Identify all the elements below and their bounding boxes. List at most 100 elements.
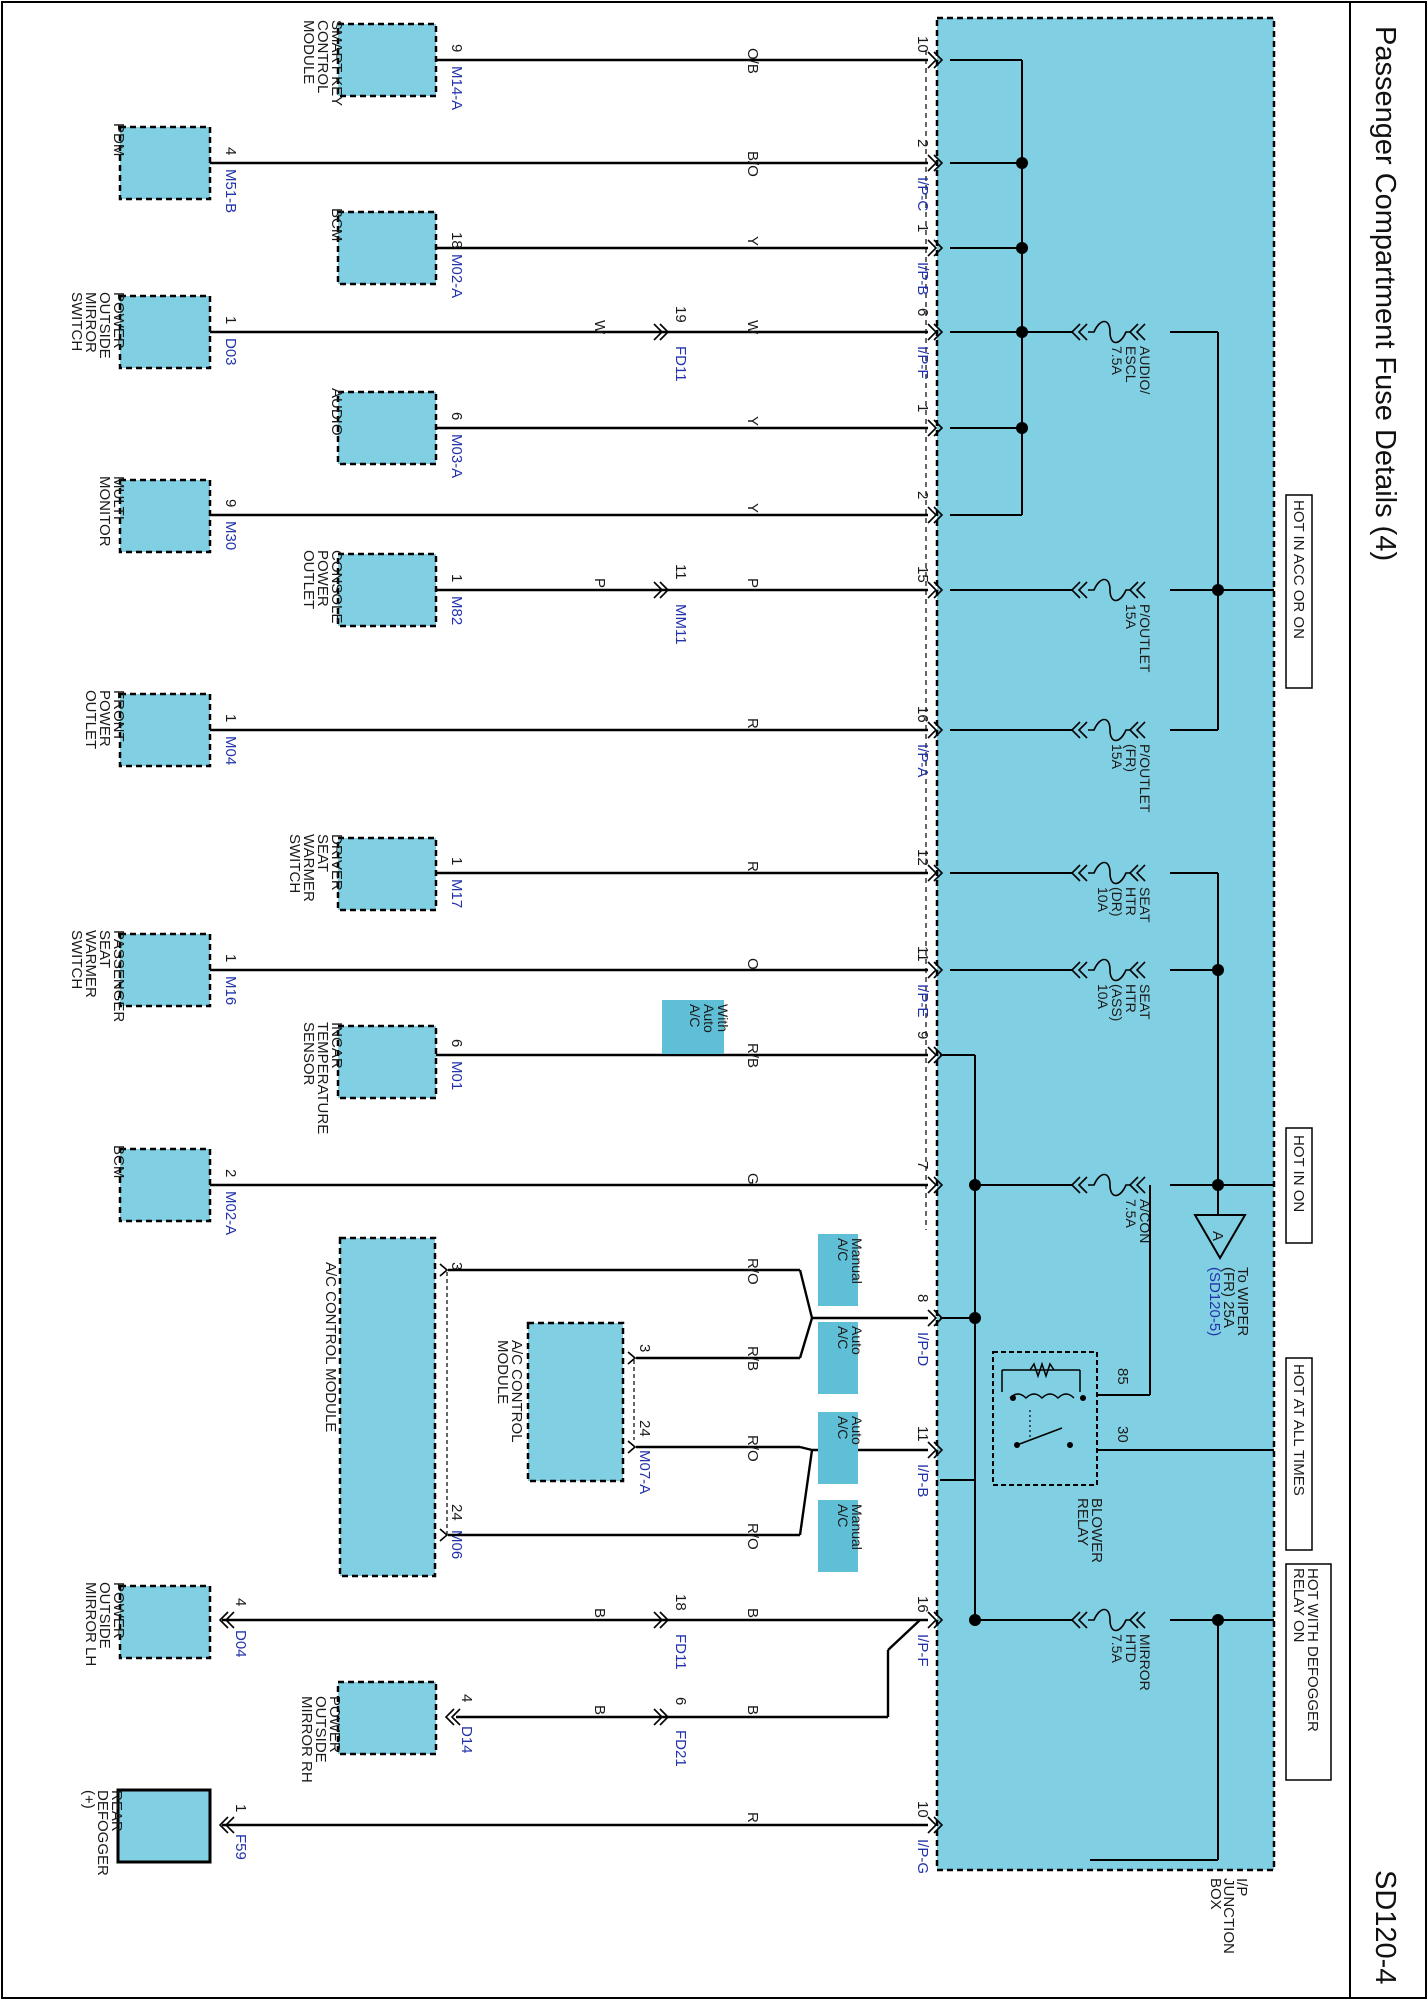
- ip-pin-number: 7: [914, 1161, 931, 1169]
- component-name-1: MULTI: [110, 476, 127, 520]
- option-tag-4-text-2: A/C: [835, 1416, 851, 1439]
- component-connector: M82: [448, 596, 465, 625]
- wire-color: R/B: [744, 1043, 761, 1068]
- component-name-1: INCAR: [328, 1022, 345, 1069]
- ip-pin-5: 1: [914, 404, 943, 437]
- mirror-lh-connector: D04: [232, 1630, 249, 1658]
- ac-control-module-m06: [338, 1236, 437, 1578]
- ip-pin-number: 2: [914, 139, 931, 147]
- component-name-2: CONTROL: [314, 20, 331, 93]
- ip-connector-id: I/P-E: [914, 984, 931, 1017]
- wire-color: G: [744, 1173, 761, 1185]
- relay-pin-85: 85: [1114, 1368, 1131, 1385]
- component-name-2: SEAT: [314, 834, 331, 872]
- ip-pin-8: 16I/P-A: [914, 706, 943, 777]
- component-box: [336, 836, 438, 912]
- component-box: [336, 390, 438, 466]
- fuse-label-2-2: 15A: [1123, 604, 1139, 630]
- wire-color-ro-3: R/O: [744, 1523, 761, 1550]
- fuse-label-3-1: P/OUTLET: [1137, 744, 1153, 813]
- inline-connector: FD11: [672, 346, 689, 382]
- option-tag-5-text-2: A/C: [835, 1504, 851, 1527]
- fuse-label-5-1: SEAT: [1137, 984, 1153, 1020]
- option-tag-1-text-3: A/C: [687, 1004, 703, 1027]
- option-tag-4: [818, 1412, 858, 1484]
- ac-control-module-m06-name: A/C CONTROL MODULE: [322, 1262, 339, 1432]
- rear-defogger-name-3: (+): [80, 1790, 97, 1809]
- wire-color: O: [744, 958, 761, 970]
- ip-pin-14: 11I/P-B: [914, 1426, 943, 1497]
- svg-text:HOT IN ON: HOT IN ON: [1290, 1135, 1307, 1212]
- mirror-rh-connector: D14: [458, 1726, 475, 1754]
- ip-pin-16: 10I/P-G: [914, 1801, 943, 1874]
- ip-pin-number: 16: [914, 1596, 931, 1613]
- m06-pin-top: 3: [448, 1262, 465, 1270]
- mirror-lh-name-1: POWER: [110, 1582, 127, 1639]
- component-pin: 1: [448, 574, 465, 582]
- component-name-3: MODULE: [300, 20, 317, 84]
- rear-defogger-connector: F59: [232, 1834, 249, 1860]
- ip-pin-number: 10: [914, 1801, 931, 1818]
- component-connector: M16: [222, 976, 239, 1005]
- component-name-1: FRONT: [110, 690, 127, 742]
- blower-relay: 85 30 BLOWER RELAY: [992, 1351, 1131, 1563]
- component-name-1: PDM: [110, 123, 127, 156]
- mirror-rh-name-2: OUTSIDE: [312, 1696, 329, 1763]
- component-name-4: SWITCH: [68, 292, 85, 351]
- wire-color: P: [744, 578, 761, 588]
- rear-defogger-box: [116, 1788, 212, 1864]
- option-tag-4-text-1: Auto: [849, 1416, 865, 1445]
- fuse-label-7-3: 7.5A: [1109, 1634, 1125, 1663]
- component-name-2: SEAT: [96, 930, 113, 968]
- component-name-2: MONITOR: [96, 476, 113, 547]
- rear-defogger-name-1: REAR: [108, 1790, 125, 1832]
- ip-connector-id: I/P-C: [914, 177, 931, 211]
- ip-pin-4: 6I/P-F: [914, 308, 943, 379]
- junction-box-label: I/P JUNCTION BOX: [1207, 1878, 1250, 1954]
- component-name-1: CONSOLE: [328, 550, 345, 623]
- wire-color-r-last: R: [744, 1812, 761, 1823]
- wire-color: R: [744, 861, 761, 872]
- component-connector: M04: [222, 736, 239, 765]
- circuit-group: 102I/P-C1I/P-B6I/P-F121516I/P-A1211I/P-E…: [68, 20, 943, 1876]
- component-pin: 1: [222, 316, 239, 324]
- hot-in-on-label: HOT IN ON: [1285, 1127, 1313, 1244]
- ip-pin-number: 15: [914, 566, 931, 583]
- component-pin: 1: [222, 954, 239, 962]
- component-connector: M30: [222, 521, 239, 550]
- ip-connector-id: I/P-D: [914, 1332, 931, 1366]
- ip-pin-number: 8: [914, 1294, 931, 1302]
- fuse-label-4-2: HTR: [1123, 887, 1139, 916]
- wiper-ref-link[interactable]: (SD120-5): [1206, 1267, 1223, 1336]
- ip-pin-15: 16I/P-F: [914, 1596, 943, 1667]
- component-connector: D03: [222, 338, 239, 366]
- wiper-reference: A To WIPER (FR) 25A (SD120-5): [1193, 1185, 1251, 1336]
- fuse-label-5-3: (ASS): [1109, 984, 1125, 1021]
- component-box: [336, 210, 438, 286]
- inline-connector: MM11: [672, 604, 689, 645]
- component-pin: 1: [222, 714, 239, 722]
- mirror-rh-box: [336, 1680, 438, 1756]
- inline-connector-fd21: FD21: [672, 1730, 689, 1767]
- fuse-label-7-1: MIRROR: [1137, 1634, 1153, 1691]
- component-name-3: SENSOR: [300, 1022, 317, 1086]
- component-box: [118, 692, 212, 768]
- inline-pin: 19: [672, 306, 689, 323]
- component-name-3: OUTLET: [82, 690, 99, 749]
- component-pin: 9: [222, 499, 239, 507]
- option-tag-1-text-2: Auto: [701, 1004, 717, 1033]
- component-connector: M01: [448, 1061, 465, 1090]
- component-box: [118, 932, 212, 1008]
